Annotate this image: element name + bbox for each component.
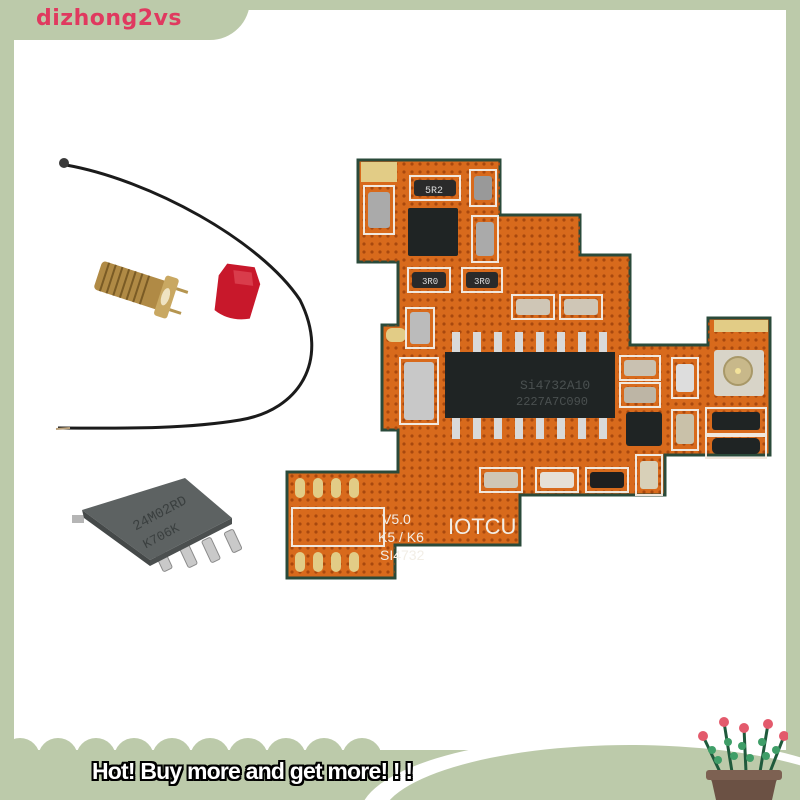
brand-tab [0, 0, 250, 40]
brand-watermark: dizhong2vs [36, 6, 183, 31]
silkscreen-chip: SI4732 [380, 547, 425, 563]
pcb-board: Si4732A10 2227A7C090 [285, 158, 772, 580]
red-dust-cap [214, 263, 261, 320]
resistor-label: 3R0 [422, 277, 438, 287]
silkscreen-model: K5 / K6 [378, 529, 424, 545]
sma-connector [94, 261, 189, 319]
silkscreen-brand: IOTCU [448, 514, 516, 539]
promo-text: Hot! Buy more and get more! ! ! [92, 758, 413, 784]
potted-plant-icon [698, 717, 788, 800]
resistor-label: 3R0 [474, 277, 490, 287]
resistor-label: 5R2 [425, 186, 443, 197]
main-ic: Si4732A10 2227A7C090 [445, 332, 615, 439]
main-ic-label-line1: Si4732A10 [520, 378, 590, 393]
hill-decoration [364, 735, 800, 800]
ipex-pigtail-cable [55, 158, 314, 430]
eeprom-chip: 24M02RD K706K [72, 478, 243, 572]
silkscreen-version: V5.0 [382, 511, 411, 527]
main-ic-label-line2: 2227A7C090 [516, 395, 588, 409]
